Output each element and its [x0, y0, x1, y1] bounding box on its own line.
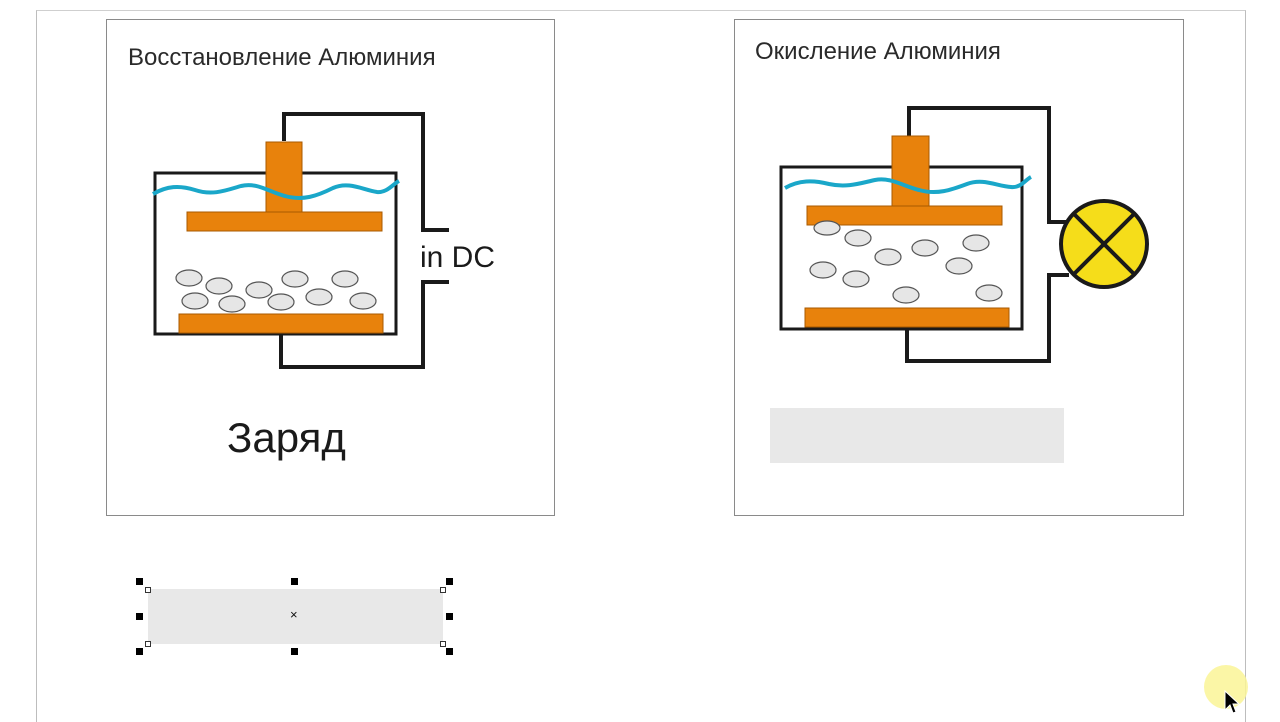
resize-handle-bm[interactable] [291, 648, 298, 655]
electrode-rod [891, 135, 930, 209]
aluminium-particles [809, 220, 1003, 304]
caption-charge: Заряд [227, 414, 346, 461]
discharging-cell-diagram [779, 106, 1149, 363]
mouse-pointer-icon [1224, 690, 1240, 714]
resize-handle-tl[interactable] [136, 578, 143, 585]
aluminium-particles [175, 269, 377, 313]
resize-handle-br[interactable] [446, 648, 453, 655]
empty-text-box[interactable] [770, 408, 1064, 463]
wire-top [907, 106, 1069, 224]
panel-title-oxidation: Окисление Алюминия [755, 38, 1001, 65]
electrolyte-surface [784, 175, 1033, 195]
panel-title-reduction: Восстановление Алюминия [128, 44, 436, 71]
power-source-label: in DC [420, 241, 495, 274]
corner-marker-tl [145, 587, 151, 593]
selected-text-box[interactable] [148, 589, 443, 644]
lamp-icon [1059, 199, 1149, 289]
top-electrode [186, 211, 383, 232]
electrolyte-surface [152, 179, 401, 200]
corner-marker-tr [440, 587, 446, 593]
wire-bottom [905, 273, 1069, 363]
resize-handle-tm[interactable] [291, 578, 298, 585]
top-electrode [806, 205, 1003, 226]
electrode-rod [265, 141, 303, 215]
panel-reduction: Восстановление Алюминия in DC Заряд [106, 19, 555, 516]
center-mark-icon: × [290, 607, 298, 622]
charging-cell-diagram: in DC [152, 112, 495, 369]
panel-oxidation: Окисление Алюминия [734, 19, 1184, 516]
resize-handle-bl[interactable] [136, 648, 143, 655]
corner-marker-bl [145, 641, 151, 647]
resize-handle-tr[interactable] [446, 578, 453, 585]
resize-handle-ml[interactable] [136, 613, 143, 620]
wire-top [282, 112, 449, 232]
corner-marker-br [440, 641, 446, 647]
bottom-electrode [178, 313, 384, 334]
wire-bottom [279, 280, 449, 369]
resize-handle-mr[interactable] [446, 613, 453, 620]
bottom-electrode [804, 307, 1010, 328]
